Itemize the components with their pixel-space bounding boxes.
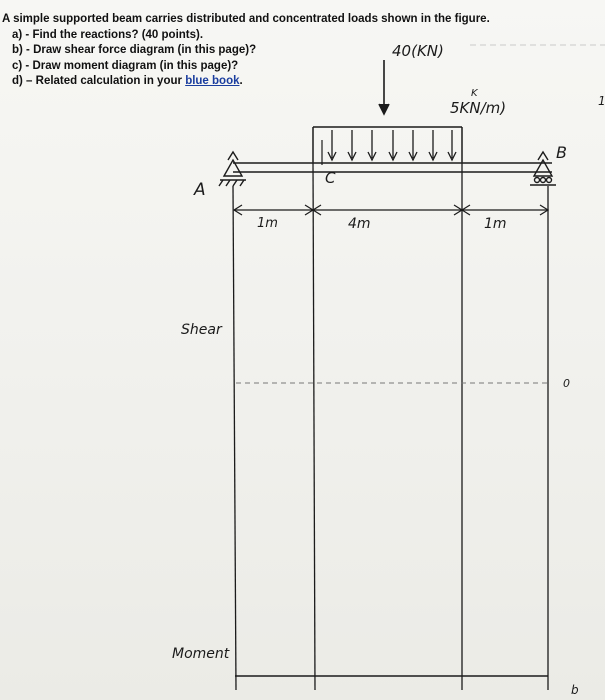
distributed-load <box>312 126 463 162</box>
blue-book-text: blue book <box>185 75 240 87</box>
span-1-label: 1m <box>257 216 278 231</box>
span-3-label: 1m <box>484 216 507 232</box>
label-b: B <box>556 143 567 162</box>
span-2-label: 4m <box>348 216 371 232</box>
margin-mark: 1 <box>598 94 605 108</box>
zero-mark: 0 <box>563 377 570 390</box>
question-a: a) - Find the reactions? (40 points). <box>12 28 204 41</box>
problem-title: A simple supported beam carries distribu… <box>2 13 490 25</box>
question-d: d) – Related calculation in your blue bo… <box>12 74 522 90</box>
dimension-line <box>232 204 550 216</box>
label-c: C <box>325 169 336 187</box>
vertical-guides <box>232 161 549 691</box>
distributed-load-label: 5KN/m) <box>450 99 507 117</box>
question-d-end: . <box>239 75 243 87</box>
point-load-label: 40(KN) <box>392 42 444 60</box>
moment-label: Moment <box>172 646 230 662</box>
distributed-load-k: K <box>471 88 478 99</box>
support-b <box>530 150 556 186</box>
question-d-text: d) – Related calculation in your <box>12 75 186 87</box>
b-mark: b <box>571 683 579 697</box>
problem-statement: A simple supported beam carries distribu… <box>2 12 522 90</box>
shear-label: Shear <box>181 322 222 338</box>
label-a: A <box>194 180 206 200</box>
question-b: b) - Draw shear force diagram (in this p… <box>12 44 257 56</box>
point-load-arrow <box>378 60 390 116</box>
question-c: c) - Draw moment diagram (in this page)? <box>12 59 239 72</box>
support-a <box>218 150 246 187</box>
beam <box>233 162 552 173</box>
